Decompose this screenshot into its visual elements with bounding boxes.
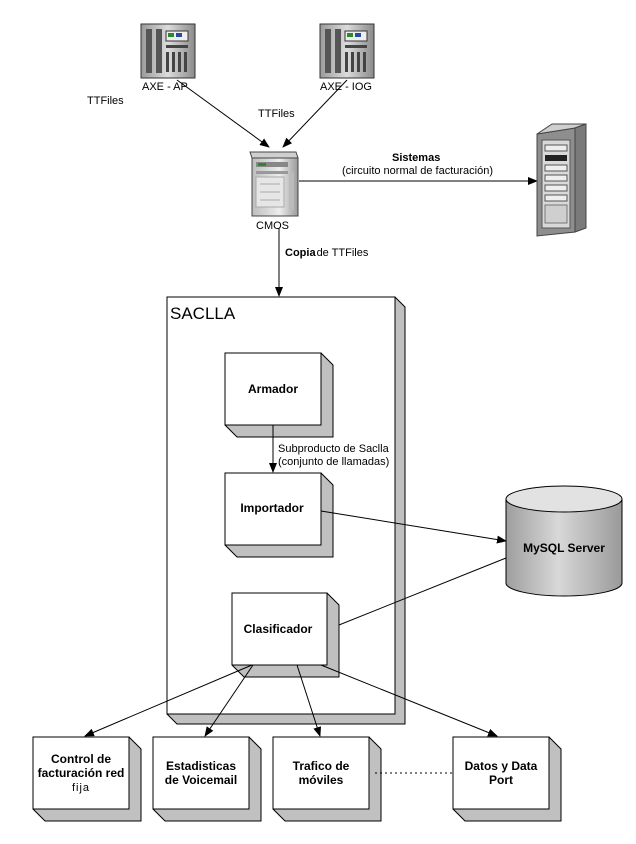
tower-server-icon	[536, 123, 587, 237]
rack-server-icon	[319, 23, 375, 79]
arrow-mysql-to-clasificador	[328, 557, 507, 630]
estadisticas-line1: Estadisticas	[166, 759, 236, 773]
axe-ap-label: AXE - AP	[142, 81, 188, 93]
datos-line1: Datos y Data	[465, 759, 538, 773]
importador-box: Importador	[224, 472, 334, 558]
arrow-clasificador-to-control	[84, 664, 253, 737]
rack-server-icon	[140, 23, 196, 79]
armador-box: Armador	[224, 352, 334, 438]
mysql-server-label: MySQL Server	[523, 541, 605, 555]
axe-iog-server: AXE - IOG	[319, 23, 375, 93]
output-control-facturacion: Control de facturación red fija	[32, 736, 142, 822]
ttfiles-mid-label: TTFiles	[258, 108, 295, 120]
armador-label: Armador	[248, 382, 298, 396]
datos-line2: Port	[489, 773, 513, 787]
sistemas-server	[536, 123, 587, 237]
importador-label: Importador	[240, 501, 304, 515]
axe-iog-label: AXE - IOG	[320, 81, 372, 93]
control-line3: fija	[72, 782, 90, 794]
arrow-clasificador-to-estadisticas	[204, 664, 254, 737]
copia-bold-text: Copia	[285, 247, 316, 259]
sistemas-title: Sistemas	[392, 152, 440, 164]
ttfiles-left-label: TTFiles	[87, 95, 124, 107]
clasificador-box: Clasificador	[231, 592, 340, 678]
sistemas-subtitle: (circuito normal de facturación)	[342, 165, 493, 177]
axe-ap-server: AXE - AP	[140, 23, 196, 93]
subproducto-line2: (conjunto de llamadas)	[278, 456, 389, 468]
subproducto-line1: Subproducto de Saclla	[278, 443, 390, 455]
mysql-server-db: MySQL Server	[505, 485, 623, 597]
cmos-label: CMOS	[256, 220, 289, 232]
clasificador-label: Clasificador	[244, 622, 313, 636]
output-datos-data-port: Datos y Data Port	[452, 736, 562, 822]
saclla-title: SACLLA	[170, 304, 236, 323]
arrow-importador-to-mysql	[320, 510, 507, 544]
output-estadisticas-voicemail: Estadisticas de Voicemail	[152, 736, 262, 822]
arrow-axe-iog-to-cmos	[282, 79, 348, 148]
control-line2: facturación red	[38, 766, 125, 780]
cmos-server: CMOS	[249, 151, 299, 232]
estadisticas-line2: de Voicemail	[165, 773, 237, 787]
arrow-axe-ap-to-cmos	[176, 79, 270, 148]
trafico-line1: Trafico de	[293, 759, 350, 773]
copia-label: Copiade TTFiles	[285, 247, 369, 259]
control-line1: Control de	[51, 752, 111, 766]
database-cylinder-icon	[505, 485, 623, 597]
output-trafico-moviles: Trafico de móviles	[272, 736, 382, 822]
arrow-clasificador-to-datos	[320, 664, 498, 737]
copia-rest-text: de TTFiles	[317, 247, 369, 259]
tower-server-icon	[249, 151, 299, 217]
trafico-line2: móviles	[299, 773, 344, 787]
arrow-clasificador-to-trafico	[296, 664, 322, 737]
